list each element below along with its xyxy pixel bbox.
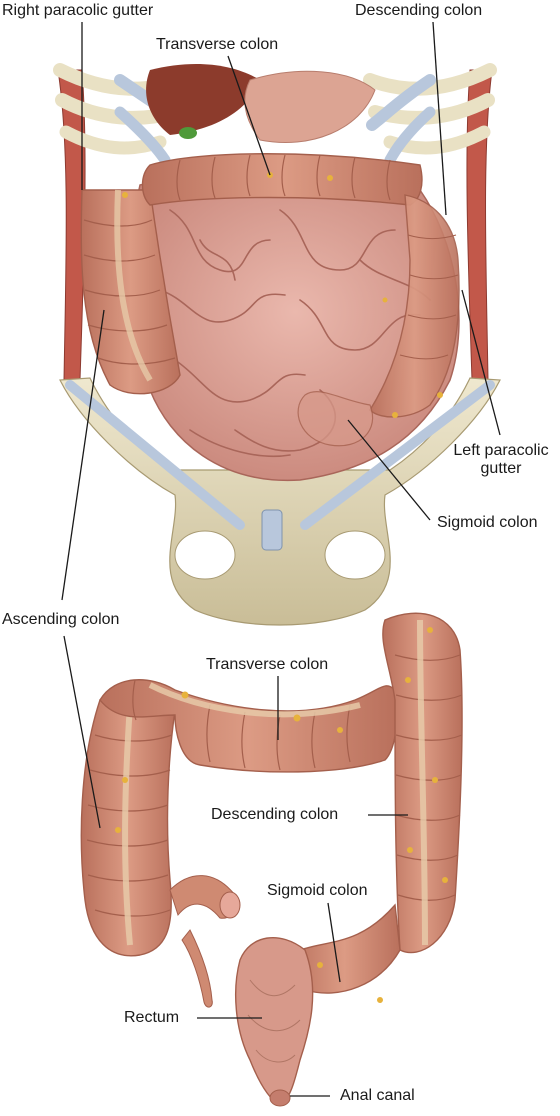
label-left-paracolic-gutter-line2: gutter <box>480 460 522 477</box>
abdomen-view <box>53 63 501 626</box>
label-left-paracolic-gutter-line1: Left paracolic <box>453 442 549 459</box>
descending-colon-haustra <box>399 234 459 360</box>
descending-colon-abdomen <box>369 194 460 418</box>
rectum-folds <box>247 979 301 1063</box>
label-rectum: Rectum <box>124 1009 180 1026</box>
label-transverse-colon-bottom: Transverse colon <box>206 656 329 673</box>
liver <box>146 64 260 135</box>
label-anal-canal: Anal canal <box>340 1087 415 1104</box>
inguinal-ligament-left <box>65 380 245 530</box>
ascending-colon <box>80 699 176 957</box>
label-descending-colon-top: Descending colon <box>355 2 483 19</box>
label-descending-colon-bottom: Descending colon <box>211 806 339 823</box>
label-right-paracolic-gutter: Right paracolic gutter <box>2 2 154 19</box>
large-intestine-view <box>80 612 463 1107</box>
obturator-foramen-left <box>174 530 236 580</box>
label-ascending-colon: Ascending colon <box>2 611 120 628</box>
ribs-right <box>363 63 497 166</box>
appendix <box>181 929 213 1008</box>
label-sigmoid-colon-bottom: Sigmoid colon <box>267 882 368 899</box>
pelvis <box>59 377 501 626</box>
epiploic-appendices <box>115 627 448 1003</box>
label-transverse-colon-top: Transverse colon <box>156 36 279 53</box>
ascending-colon-haustra <box>83 219 176 365</box>
abdominal-wall-muscle-right <box>466 69 493 381</box>
descending-colon-haustra-2 <box>394 654 463 901</box>
anal-canal-shape <box>269 1089 291 1107</box>
gallbladder <box>179 127 197 139</box>
sigmoid-colon-abdomen <box>297 391 374 447</box>
intestinal-loops <box>159 209 431 458</box>
stomach <box>244 70 376 144</box>
pubic-symphysis <box>261 509 283 551</box>
transverse-colon-haustra <box>176 154 391 201</box>
leader-lines <box>61 21 501 1097</box>
obturator-foramen-right <box>324 530 386 580</box>
rectum <box>234 936 314 1106</box>
ileum-opening <box>219 891 241 919</box>
label-sigmoid-colon-top: Sigmoid colon <box>437 514 538 531</box>
label-left-paracolic-gutter: Left paracolic gutter <box>445 442 557 478</box>
inguinal-ligament-right <box>300 380 495 530</box>
ascending-colon-abdomen <box>80 189 181 395</box>
epiploic-fat <box>122 172 443 418</box>
